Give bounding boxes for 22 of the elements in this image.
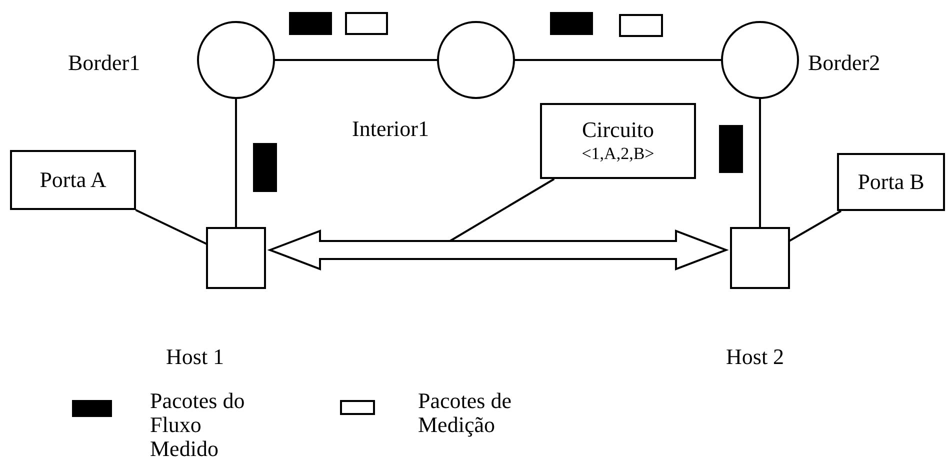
node-label: Border2 — [808, 50, 880, 76]
link-line — [514, 59, 722, 61]
leader-line — [788, 210, 842, 242]
box-label: Porta B — [858, 169, 924, 195]
leader-line — [135, 209, 208, 246]
text-box — [10, 150, 136, 210]
link-line — [274, 59, 438, 61]
double-arrow — [267, 230, 729, 270]
node-label: Border1 — [68, 50, 140, 76]
box-sublabel: <1,A,2,B> — [582, 143, 654, 165]
link-line — [759, 98, 761, 228]
legend-label: Pacotes do Fluxo Medido — [150, 389, 246, 461]
node-label: Host 2 — [726, 344, 784, 370]
box-label: Circuito — [582, 117, 654, 143]
leader-line — [449, 178, 555, 242]
link-line — [235, 98, 237, 228]
box-label: Porta A — [40, 167, 106, 193]
node-label: Interior1 — [352, 116, 429, 142]
node-label: Host 1 — [166, 344, 224, 370]
text-box — [540, 103, 696, 179]
text-box — [837, 153, 945, 211]
legend-label: Pacotes de Medição — [418, 389, 512, 437]
